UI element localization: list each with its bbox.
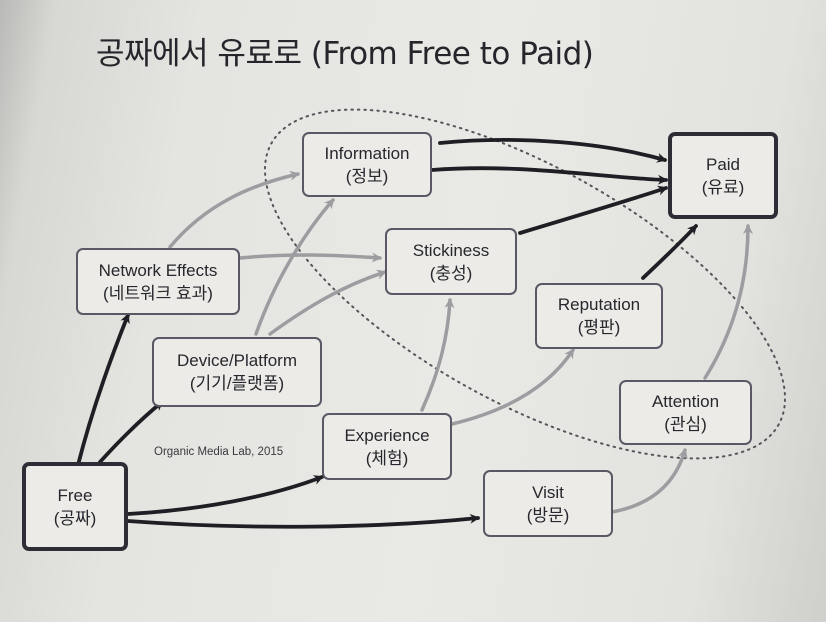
node-experience: Experience (체험): [322, 413, 452, 480]
arrow-free-to-visit: [126, 513, 480, 529]
node-paid-ko-label: (유료): [701, 177, 745, 197]
arrow-attention-to-paid: [703, 224, 753, 380]
grouping-ellipse: [263, 108, 787, 460]
arrow-free-to-device: [98, 400, 164, 464]
arrow-visit-to-attention: [610, 448, 688, 514]
node-experience-label: Experience: [344, 425, 430, 445]
node-network-label: Network Effects: [98, 260, 218, 280]
node-device-label: Device/Platform: [177, 351, 297, 370]
node-attention: Attention (관심): [619, 380, 752, 445]
node-visit-ko-label: (방문): [526, 505, 570, 525]
arrow-network-to-information: [168, 170, 300, 249]
node-reputation: Reputation (평판): [535, 283, 663, 349]
arrow-information-to-paid: [438, 137, 667, 163]
page-title: 공짜에서 유료로 (From Free to Paid): [96, 36, 594, 72]
node-free-ko-label: (공짜): [53, 508, 97, 528]
arrow-experience-to-stickiness: [420, 298, 455, 412]
node-stickiness: Stickiness (충성): [385, 228, 517, 295]
arrow-network-to-stickiness: [238, 252, 382, 263]
node-stickiness-ko-label: (충성): [429, 263, 473, 283]
arrow-stickiness-to-paid: [518, 185, 668, 235]
node-free: Free (공짜): [22, 462, 128, 551]
node-free-label: Free: [57, 485, 93, 505]
node-reputation-label: Reputation: [557, 295, 641, 314]
node-information-ko-label: (정보): [345, 166, 389, 186]
node-paid-label: Paid: [705, 154, 741, 174]
node-experience-ko-label: (체험): [365, 448, 409, 468]
node-visit-label: Visit: [532, 482, 564, 502]
node-attention-label: Attention: [651, 391, 720, 411]
node-visit: Visit (방문): [483, 470, 613, 537]
node-device-platform: Device/Platform (기기/플랫폼): [152, 337, 322, 407]
node-device-ko-label: (기기/플랫폼): [189, 374, 285, 393]
node-information-label: Information: [324, 143, 410, 163]
arrow-information-to-paid-2: [430, 166, 668, 185]
arrow-device-to-stickiness: [268, 269, 387, 336]
credit-text: Organic Media Lab, 2015: [154, 446, 284, 458]
node-attention-ko-label: (관심): [664, 414, 707, 434]
node-network-effects: Network Effects (네트워크 효과): [76, 248, 240, 315]
node-reputation-ko-label: (평판): [577, 318, 621, 337]
arrow-free-to-experience: [126, 475, 324, 516]
arrow-reputation-to-paid: [641, 224, 698, 280]
node-stickiness-label: Stickiness: [412, 240, 490, 260]
arrow-free-to-network: [76, 313, 130, 467]
node-information: Information (정보): [302, 132, 432, 197]
arrow-experience-to-reputation: [450, 348, 575, 426]
arrow-device-to-information: [254, 198, 335, 336]
node-network-ko-label: (네트워크 효과): [103, 283, 213, 303]
node-paid: Paid (유료): [668, 132, 778, 219]
